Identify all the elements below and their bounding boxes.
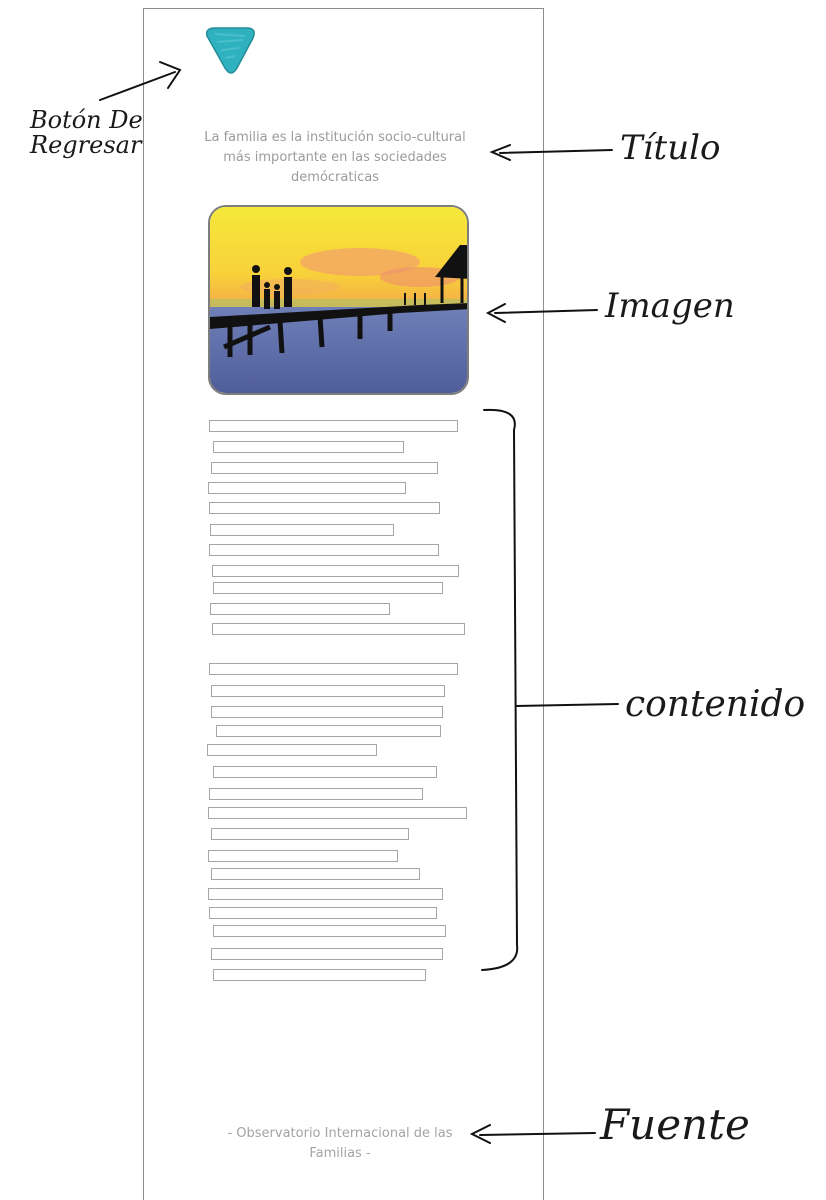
hero-image bbox=[208, 205, 469, 395]
teal-triangle-icon bbox=[205, 27, 255, 74]
annotation-back-button: Botón De Regresar bbox=[30, 106, 143, 159]
annotation-image: Imagen bbox=[605, 286, 735, 326]
annotation-source: Fuente bbox=[600, 1100, 750, 1149]
page-title: La familia es la institución socio-cultu… bbox=[204, 130, 466, 185]
source-text: - Observatorio Internacional de las Fami… bbox=[227, 1126, 453, 1161]
annotation-title: Título bbox=[620, 128, 721, 168]
phone-screen-frame bbox=[143, 8, 544, 1200]
annotation-content: contenido bbox=[625, 684, 806, 725]
back-button[interactable] bbox=[201, 22, 261, 78]
